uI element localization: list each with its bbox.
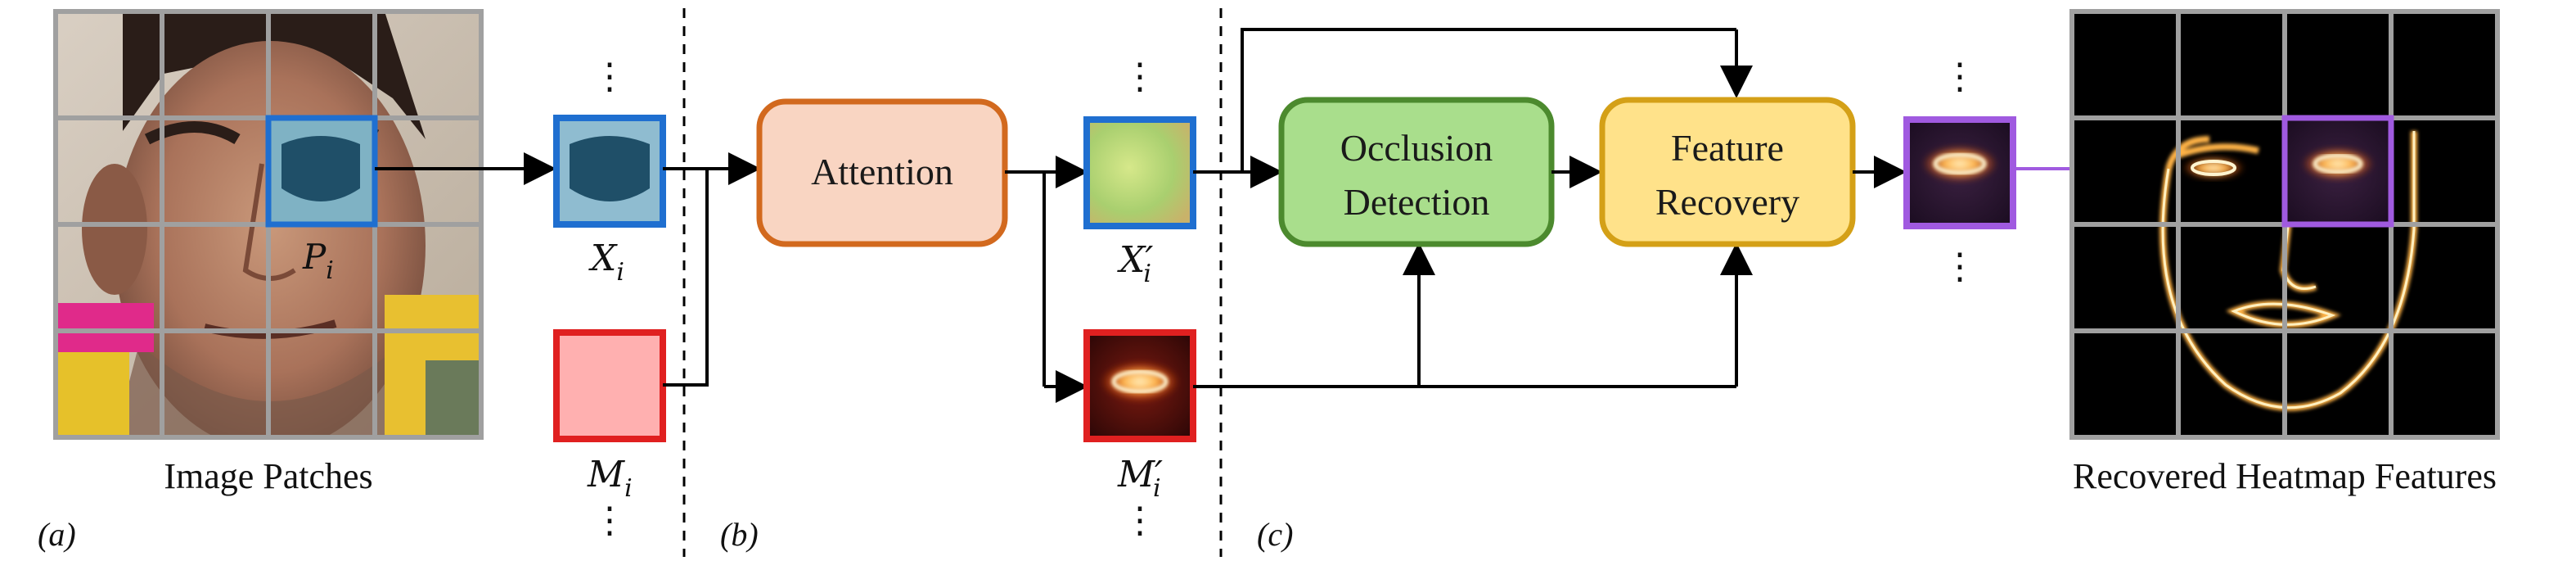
attention-label: Attention (811, 151, 953, 192)
highlighted-patch-border (265, 115, 378, 228)
xprime-routing (1193, 28, 1736, 174)
xi-label: Xi (588, 238, 624, 287)
xprime-label: X′i (1117, 239, 1153, 288)
occlusion-label-2: Detection (1344, 181, 1490, 223)
ellipsis-bottom-c: ⋮ (1942, 247, 1978, 287)
image-patches-caption: Image Patches (164, 456, 372, 496)
ellipsis-top-c: ⋮ (1942, 57, 1978, 97)
recovered-caption: Recovered Heatmap Features (2073, 456, 2497, 496)
mi-label: Mi (587, 454, 633, 503)
mprime-patch (1083, 329, 1196, 442)
ellipsis-top-a: ⋮ (592, 57, 628, 97)
recovered-patch (1903, 116, 2016, 229)
occlusion-label-1: Occlusion (1340, 127, 1493, 169)
p-i-label: Pi (302, 237, 334, 285)
mprime-label: M′i (1117, 454, 1163, 503)
section-c-label: (c) (1257, 516, 1293, 553)
heatmap-highlight-border (2281, 115, 2394, 228)
ellipsis-bottom-b: ⋮ (1122, 500, 1158, 541)
ellipsis-bottom-a: ⋮ (592, 500, 628, 541)
attention-split (1005, 170, 1046, 387)
merge-to-attention (663, 167, 709, 387)
occluder-shape (281, 136, 360, 201)
section-a-label: (a) (38, 516, 76, 553)
mi-mask (553, 329, 666, 442)
xprime-patch (1083, 116, 1196, 229)
section-b-label: (b) (720, 516, 759, 553)
xi-patch (553, 115, 666, 228)
recovery-label-1: Feature (1671, 127, 1784, 169)
recovery-label-2: Recovery (1655, 181, 1799, 223)
ellipsis-top-b: ⋮ (1122, 57, 1158, 97)
